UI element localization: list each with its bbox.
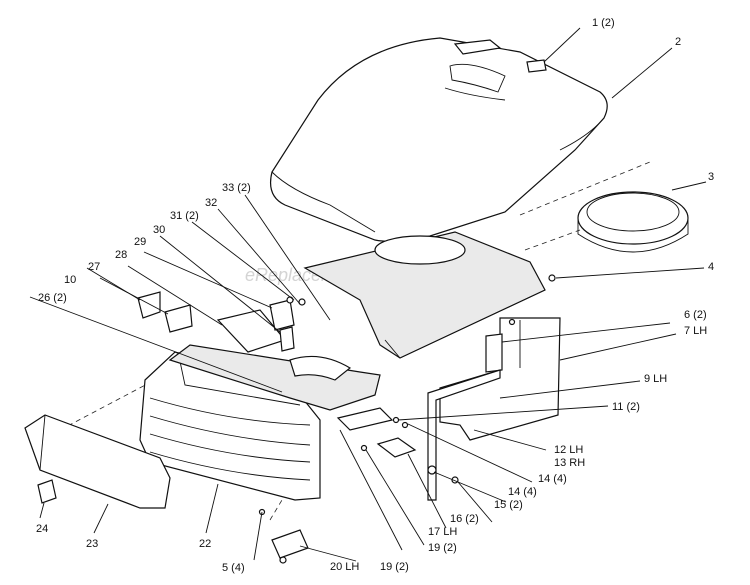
callout-7: 7 LH [684,325,707,337]
callout-26: 26 (2) [38,292,67,304]
callout-3: 3 [708,171,714,183]
side-panel-lh [439,317,561,441]
hood-panel [269,37,608,242]
callout-1: 1 (2) [592,17,615,29]
fuel-ring [577,191,689,253]
bracket-10 [137,291,161,319]
callout-24: 24 [36,523,48,535]
callout-15: 15 (2) [494,499,523,511]
callout-13: 13 RH [554,457,585,469]
callout-22: 22 [199,538,211,550]
front-bumper [24,414,171,509]
callout-11: 11 (2) [612,401,640,413]
callout-12: 12 LH [554,444,583,456]
callout-28: 28 [115,249,127,261]
callout-10: 10 [64,274,76,286]
callout-14b: 14 (4) [508,486,537,498]
bracket-9 [427,369,501,501]
callout-19b: 19 (2) [380,561,409,573]
callout-9: 9 LH [644,373,667,385]
callout-19a: 19 (2) [428,542,457,554]
plate-30 [279,326,295,352]
plate-17 [376,437,417,458]
bracket-12-13 [336,407,394,431]
hood-base [303,231,546,359]
callout-27: 27 [88,261,100,273]
callout-23: 23 [86,538,98,550]
callout-5: 5 (4) [222,562,245,574]
callout-2: 2 [675,36,681,48]
callout-30: 30 [153,224,165,236]
callout-33: 33 (2) [222,182,251,194]
emblem-24 [37,479,57,504]
callout-29: 29 [134,236,146,248]
callout-6: 6 (2) [684,309,707,321]
callout-20: 20 LH [330,561,359,573]
callout-4: 4 [708,261,714,273]
leader-lines [29,27,707,562]
bracket-29 [269,299,295,331]
callout-31: 31 (2) [170,210,199,222]
callout-17: 17 LH [428,526,457,538]
callout-14a: 14 (4) [538,473,567,485]
plate-20 [271,529,309,559]
bracket-27 [164,304,193,333]
hood-latch-clip [453,39,547,73]
callout-labels: 1 (2) 2 3 4 6 (2) 7 LH 9 LH 10 11 (2) 12… [36,17,714,574]
grille-frame [168,344,381,411]
callout-16: 16 (2) [450,513,479,525]
callout-32: 32 [205,197,217,209]
